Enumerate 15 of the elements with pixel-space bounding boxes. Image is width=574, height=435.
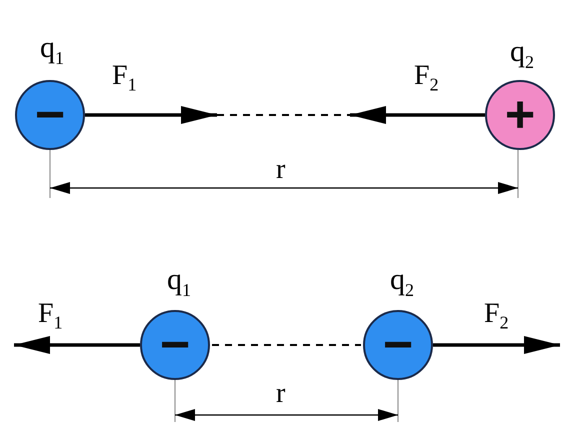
charge-circle: −	[363, 310, 433, 380]
charge-label: q$_{2}$	[390, 265, 414, 299]
force-label: F$_{1}$	[38, 300, 63, 332]
force-label: F$_{2}$	[484, 300, 509, 332]
charge-label: q$_{1}$	[167, 265, 191, 299]
force-label: F$_{1}$	[112, 62, 137, 94]
connector-line	[212, 344, 361, 346]
charge-circle: −	[140, 310, 210, 380]
distance-label: r	[276, 156, 286, 184]
charge-label: q$_{1}$	[40, 33, 64, 67]
charge-circle: +	[485, 80, 555, 150]
distance-label: r	[276, 380, 286, 408]
force-label: F$_{2}$	[414, 62, 439, 94]
charge-circle: −	[15, 80, 85, 150]
charge-label: q$_{2}$	[510, 37, 534, 71]
